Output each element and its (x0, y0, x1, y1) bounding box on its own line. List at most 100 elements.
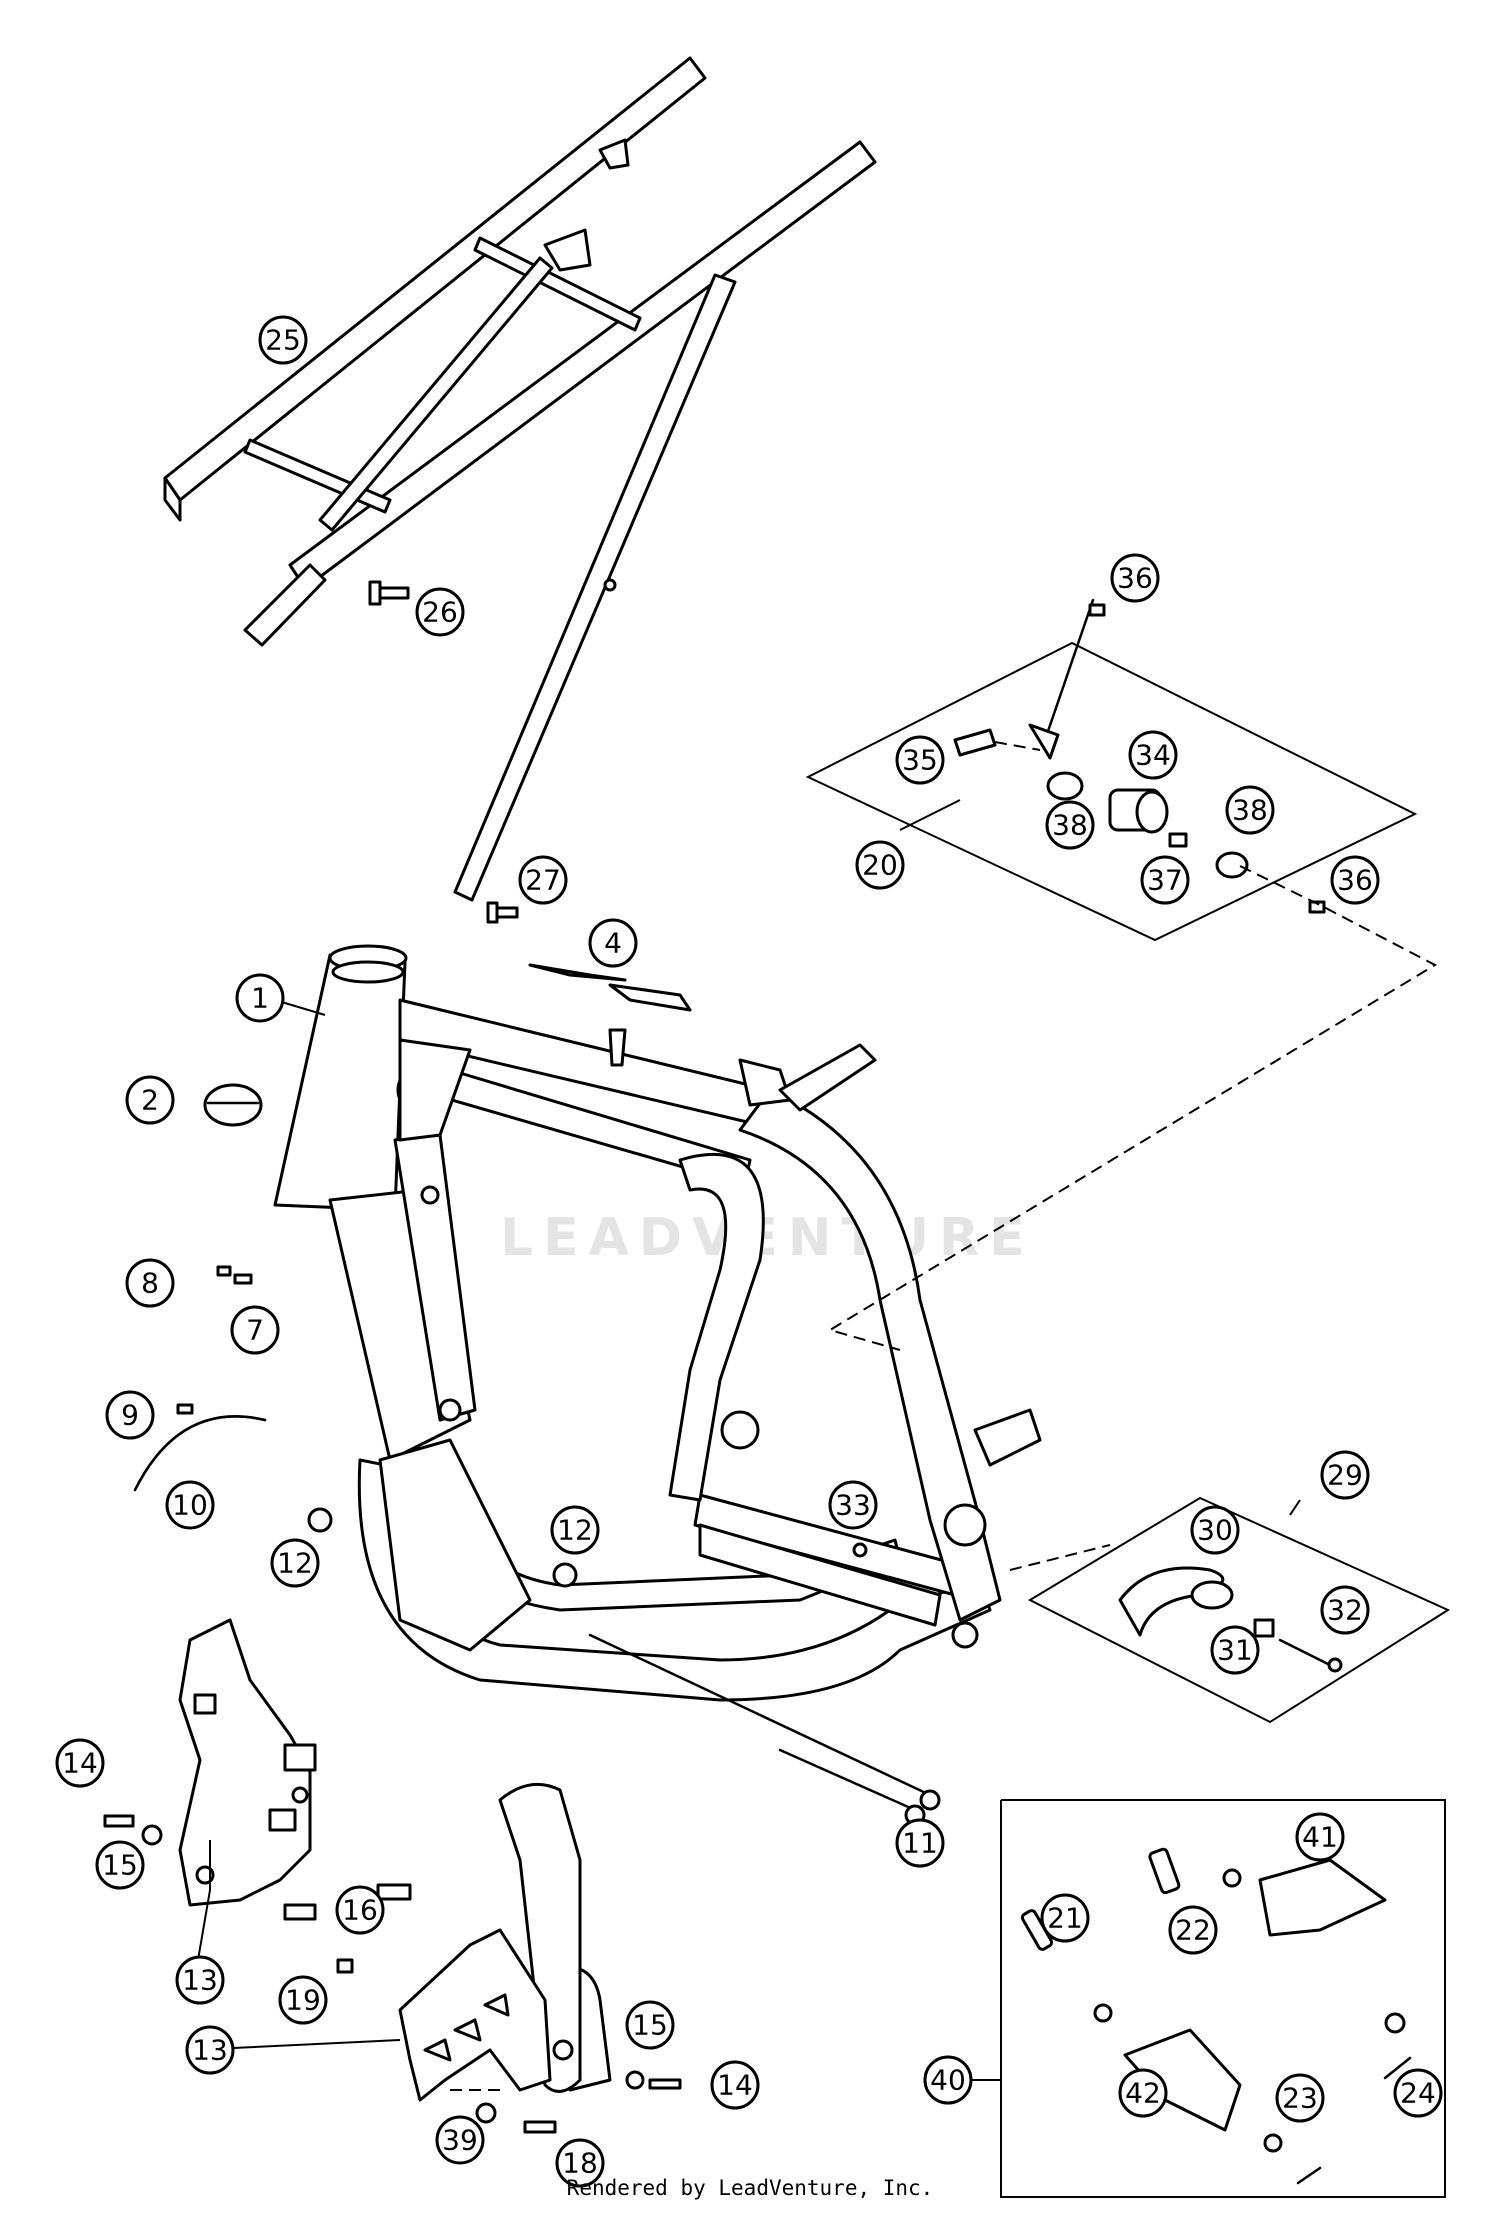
svg-text:20: 20 (862, 849, 898, 882)
callout-1: 1 (235, 973, 285, 1023)
svg-text:23: 23 (1282, 2082, 1318, 2115)
clip-and-hose-9-10 (133, 1403, 267, 1492)
svg-text:36: 36 (1117, 562, 1153, 595)
svg-text:13: 13 (182, 1964, 218, 1997)
render-credit: Rendered by LeadVenture, Inc. (566, 2176, 934, 2200)
callout-37: 37 (1140, 855, 1190, 905)
svg-text:12: 12 (557, 1514, 593, 1547)
svg-text:9: 9 (121, 1399, 139, 1432)
screw-27 (486, 901, 519, 924)
svg-text:29: 29 (1327, 1459, 1363, 1492)
svg-text:38: 38 (1052, 809, 1088, 842)
callout-20: 20 (855, 840, 905, 890)
decal-strips (528, 963, 692, 1012)
svg-text:39: 39 (442, 2124, 478, 2157)
svg-text:34: 34 (1135, 739, 1171, 772)
svg-text:7: 7 (246, 1314, 264, 1347)
bolt-and-nut-7-8 (216, 1265, 253, 1285)
callout-38-left: 38 (1045, 800, 1095, 850)
callout-33: 33 (828, 1480, 878, 1530)
svg-text:16: 16 (342, 1894, 378, 1927)
callout-39: 39 (435, 2115, 485, 2165)
footpeg-kit (1000, 1799, 1446, 2198)
callout-29: 29 (1320, 1450, 1370, 1500)
callout-36-top: 36 (1110, 553, 1160, 603)
svg-text:35: 35 (902, 744, 938, 777)
callout-15-left: 15 (95, 1840, 145, 1890)
callout-40: 40 (923, 2055, 973, 2105)
svg-text:33: 33 (835, 1489, 871, 1522)
svg-text:8: 8 (141, 1267, 159, 1300)
callout-7: 7 (230, 1305, 280, 1355)
callout-36-right: 36 (1330, 855, 1380, 905)
svg-text:25: 25 (265, 324, 301, 357)
callout-32: 32 (1320, 1585, 1370, 1635)
svg-text:11: 11 (902, 1827, 938, 1860)
callouts: 1 2 4 7 8 9 10 11 12 12 13 13 14 14 15 1… (55, 315, 1443, 2188)
svg-text:37: 37 (1147, 864, 1183, 897)
callout-12-left: 12 (270, 1538, 320, 1588)
callout-4: 4 (588, 918, 638, 968)
svg-text:22: 22 (1175, 1914, 1211, 1947)
svg-text:21: 21 (1047, 1902, 1083, 1935)
svg-text:15: 15 (102, 1849, 138, 1882)
callout-30: 30 (1190, 1505, 1240, 1555)
main-frame (273, 944, 1042, 1702)
washer-33 (852, 1542, 868, 1558)
svg-text:1: 1 (251, 982, 269, 1015)
svg-text:14: 14 (62, 1747, 98, 1780)
callout-13-lower: 13 (185, 2025, 235, 2075)
callout-23: 23 (1275, 2073, 1325, 2123)
svg-text:14: 14 (717, 2069, 753, 2102)
callout-18: 18 (555, 2138, 605, 2188)
svg-text:30: 30 (1197, 1514, 1233, 1547)
svg-text:41: 41 (1302, 1821, 1338, 1854)
callout-27: 27 (518, 855, 568, 905)
nut-12-left (307, 1507, 333, 1533)
callout-2: 2 (125, 1075, 175, 1125)
svg-text:36: 36 (1337, 864, 1373, 897)
svg-text:38: 38 (1232, 794, 1268, 827)
callout-14-left: 14 (55, 1738, 105, 1788)
callout-8: 8 (125, 1258, 175, 1308)
callout-21: 21 (1040, 1893, 1090, 1943)
svg-text:13: 13 (192, 2034, 228, 2067)
screw-26 (368, 580, 410, 606)
callout-12-center: 12 (550, 1505, 600, 1555)
callout-41: 41 (1295, 1812, 1345, 1862)
subframe (163, 56, 877, 902)
callout-34: 34 (1128, 730, 1178, 780)
svg-text:15: 15 (632, 2009, 668, 2042)
radiator-guard-left (103, 1618, 317, 1921)
svg-text:26: 26 (422, 596, 458, 629)
callout-11: 11 (895, 1818, 945, 1868)
svg-text:32: 32 (1327, 1594, 1363, 1627)
svg-text:2: 2 (141, 1084, 159, 1117)
callout-15-right: 15 (625, 2000, 675, 2050)
nut-12-center (552, 1562, 578, 1588)
svg-text:4: 4 (604, 927, 622, 960)
callout-22: 22 (1168, 1905, 1218, 1955)
frame-cap (203, 1083, 263, 1127)
callout-16: 16 (335, 1885, 385, 1935)
svg-text:24: 24 (1400, 2077, 1436, 2110)
svg-text:18: 18 (562, 2147, 598, 2180)
svg-text:31: 31 (1217, 1634, 1253, 1667)
svg-text:19: 19 (285, 1984, 321, 2017)
callout-38-right: 38 (1225, 785, 1275, 835)
radiator-guard-right (336, 1782, 682, 2134)
callout-24: 24 (1393, 2068, 1443, 2118)
shock-mount-kit (805, 598, 1438, 1351)
callout-26: 26 (415, 587, 465, 637)
callout-25: 25 (258, 315, 308, 365)
svg-text:27: 27 (525, 864, 561, 897)
svg-text:10: 10 (172, 1489, 208, 1522)
callout-35: 35 (895, 735, 945, 785)
callout-10: 10 (165, 1480, 215, 1530)
callout-31: 31 (1210, 1625, 1260, 1675)
svg-text:40: 40 (930, 2064, 966, 2097)
callout-19: 19 (278, 1975, 328, 2025)
side-stand-kit (1009, 1496, 1451, 1724)
watermark-text: LEADVENTURE (500, 1208, 1035, 1268)
